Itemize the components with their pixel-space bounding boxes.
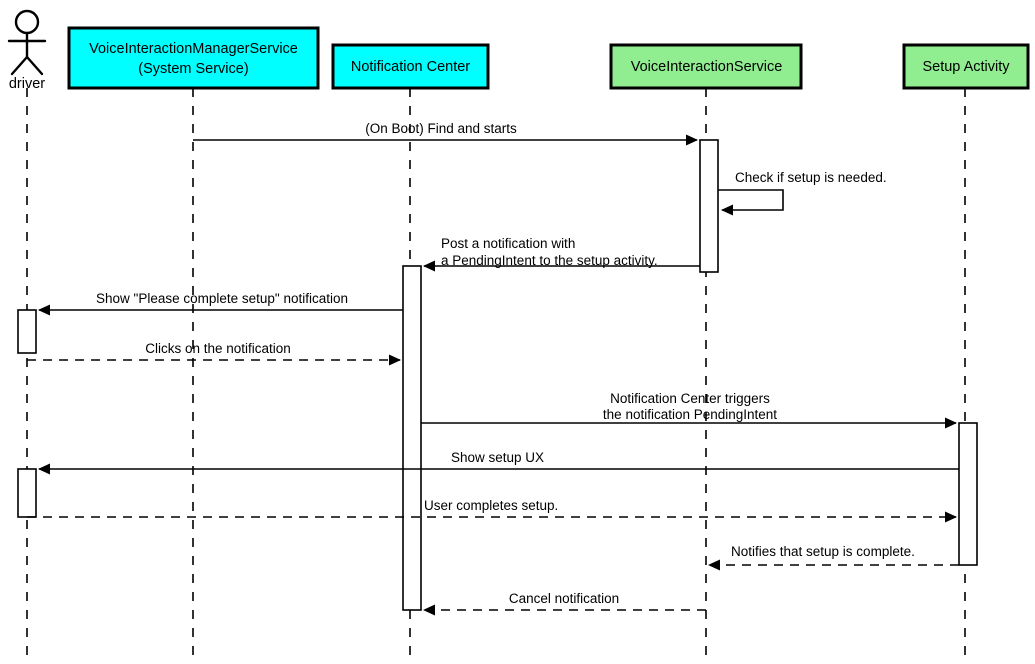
participant-setup-activity[interactable]: Setup Activity: [902, 43, 1030, 90]
message-label: (On Boot) Find and starts: [365, 121, 517, 136]
actor-head-icon: [14, 9, 40, 35]
participant-notification-center[interactable]: Notification Center: [331, 43, 490, 90]
message-label: Notifies that setup is complete.: [731, 544, 915, 559]
participant-label-vis: VoiceInteractionService: [631, 59, 783, 75]
message-label: Show setup UX: [451, 450, 544, 465]
message-label: User completes setup.: [424, 498, 558, 513]
message-label: Clicks on the notification: [145, 341, 291, 356]
activation-bar-driver-1: [17, 309, 37, 354]
message-label-line2: the notification PendingIntent: [603, 407, 777, 422]
message-show-please-complete-setup-notification[interactable]: Show "Please complete setup" notificatio…: [38, 291, 403, 316]
message-label: Check if setup is needed.: [735, 170, 887, 185]
activation-bar-nc-1: [402, 265, 422, 611]
message-clicks-on-the-notification[interactable]: Clicks on the notification: [27, 341, 401, 366]
activation-bar-setup-1: [958, 422, 978, 566]
message-self-loop-line: [718, 189, 784, 216]
participant-voiceinteractionmanagerservice[interactable]: VoiceInteractionManagerService (System S…: [67, 26, 320, 90]
message-check-if-setup-is-needed[interactable]: Check if setup is needed.: [718, 170, 887, 216]
message-label-line1: Notification Center triggers: [610, 391, 770, 406]
participant-voiceinteractionservice[interactable]: VoiceInteractionService: [609, 43, 803, 90]
message-on-boot-find-and-starts[interactable]: (On Boot) Find and starts: [193, 121, 698, 146]
message-notifies-that-setup-is-complete[interactable]: Notifies that setup is complete.: [708, 544, 959, 571]
message-label: Cancel notification: [509, 591, 619, 606]
participant-label-setup-activity: Setup Activity: [922, 59, 1010, 75]
message-notification-center-triggers-pendingintent[interactable]: Notification Center triggers the notific…: [421, 391, 957, 429]
participant-label-vims-line1: VoiceInteractionManagerService: [89, 41, 298, 57]
participant-label-driver: driver: [9, 76, 45, 92]
activation-bar-driver-2: [17, 468, 37, 518]
message-label-line2: a PendingIntent to the setup activity.: [441, 253, 658, 268]
actor-leg-left-icon: [10, 55, 29, 76]
participant-box-vis[interactable]: [609, 43, 803, 90]
participant-label-notification-center: Notification Center: [351, 59, 470, 75]
participant-box-vims[interactable]: [67, 26, 320, 90]
message-user-completes-setup[interactable]: User completes setup.: [27, 498, 957, 523]
message-label: Show "Please complete setup" notificatio…: [96, 291, 348, 306]
participant-label-vims-line2: (System Service): [138, 61, 248, 77]
message-label-line1: Post a notification with: [441, 236, 575, 251]
activation-bars: [17, 139, 978, 611]
actor-leg-right-icon: [25, 55, 44, 76]
participant-box-setup-activity[interactable]: [902, 43, 1030, 90]
participant-box-notification-center[interactable]: [331, 43, 490, 90]
participant-driver[interactable]: driver: [7, 9, 47, 92]
activation-bar-vis-1: [699, 139, 719, 273]
message-cancel-notification[interactable]: Cancel notification: [423, 591, 706, 616]
message-post-a-notification[interactable]: Post a notification with a PendingIntent…: [423, 236, 700, 272]
message-show-setup-ux[interactable]: Show setup UX: [38, 450, 959, 475]
